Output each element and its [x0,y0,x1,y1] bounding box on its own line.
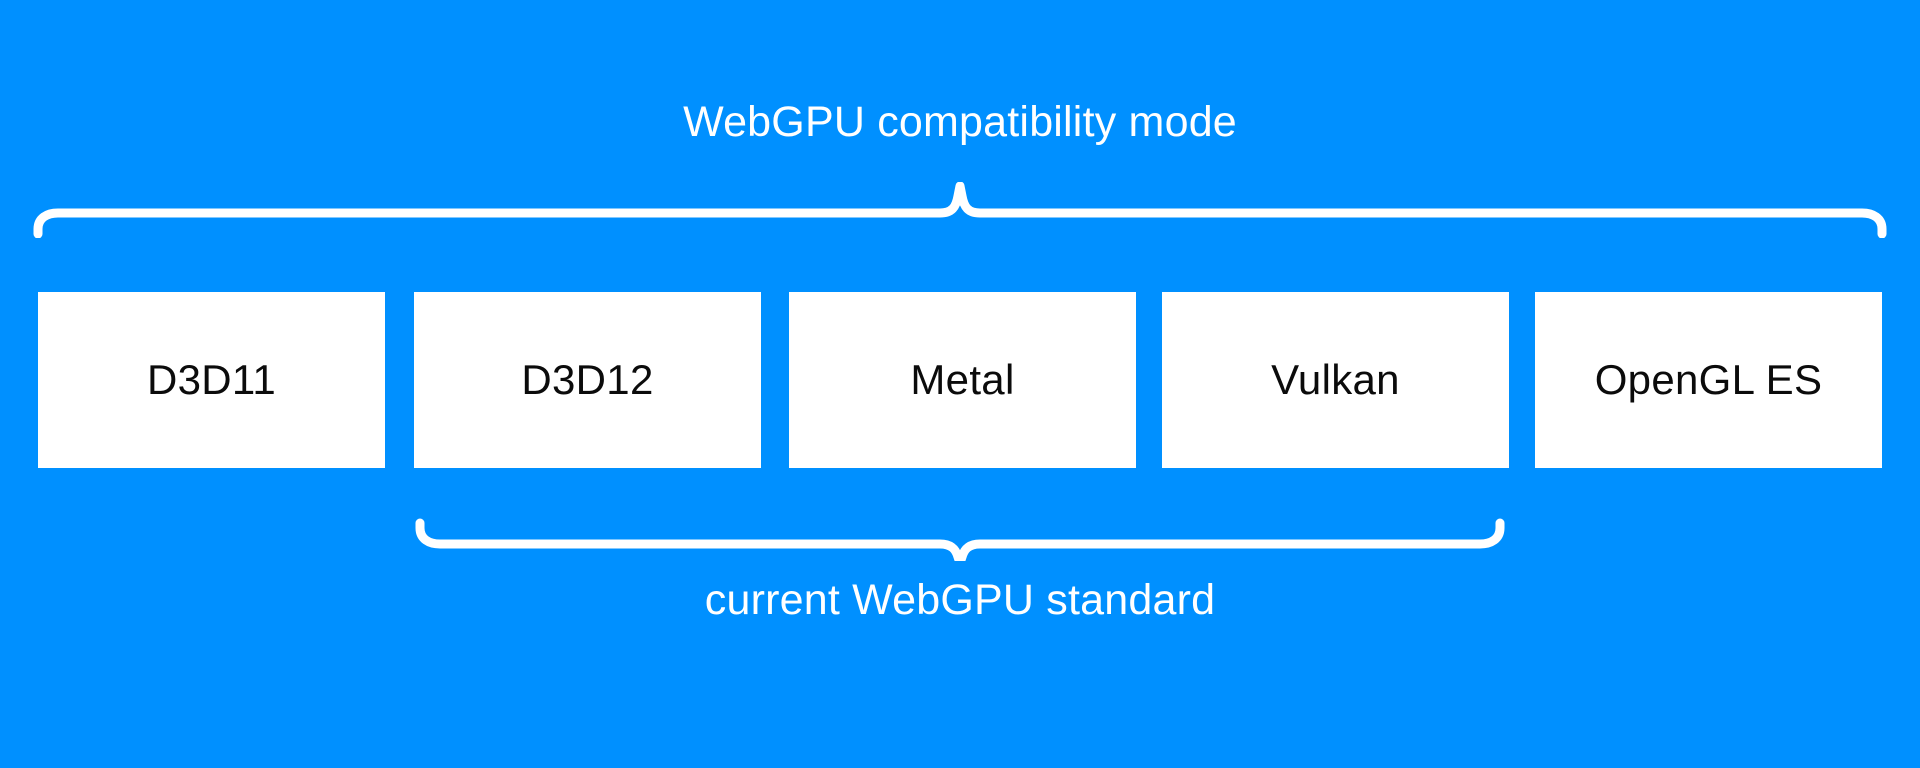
api-box-opengl-es[interactable]: OpenGL ES [1535,292,1882,468]
api-box-label: OpenGL ES [1594,356,1823,403]
api-box-vulkan[interactable]: Vulkan [1162,292,1509,468]
bottom-brace-label: current WebGPU standard [704,576,1216,624]
api-box-d3d12[interactable]: D3D12 [414,292,761,468]
api-box-metal[interactable]: Metal [789,292,1136,468]
top-brace-icon [33,182,1887,238]
api-box-label: Metal [910,356,1015,403]
top-brace-label: WebGPU compatibility mode [683,98,1237,146]
api-box-d3d11[interactable]: D3D11 [38,292,385,468]
api-box-label: D3D11 [146,356,277,403]
bottom-brace-icon [415,518,1505,561]
api-box-label: D3D12 [521,356,654,403]
api-box-label: Vulkan [1271,356,1400,403]
api-box-row: D3D11 D3D12 Metal Vulkan OpenGL ES [0,292,1920,468]
